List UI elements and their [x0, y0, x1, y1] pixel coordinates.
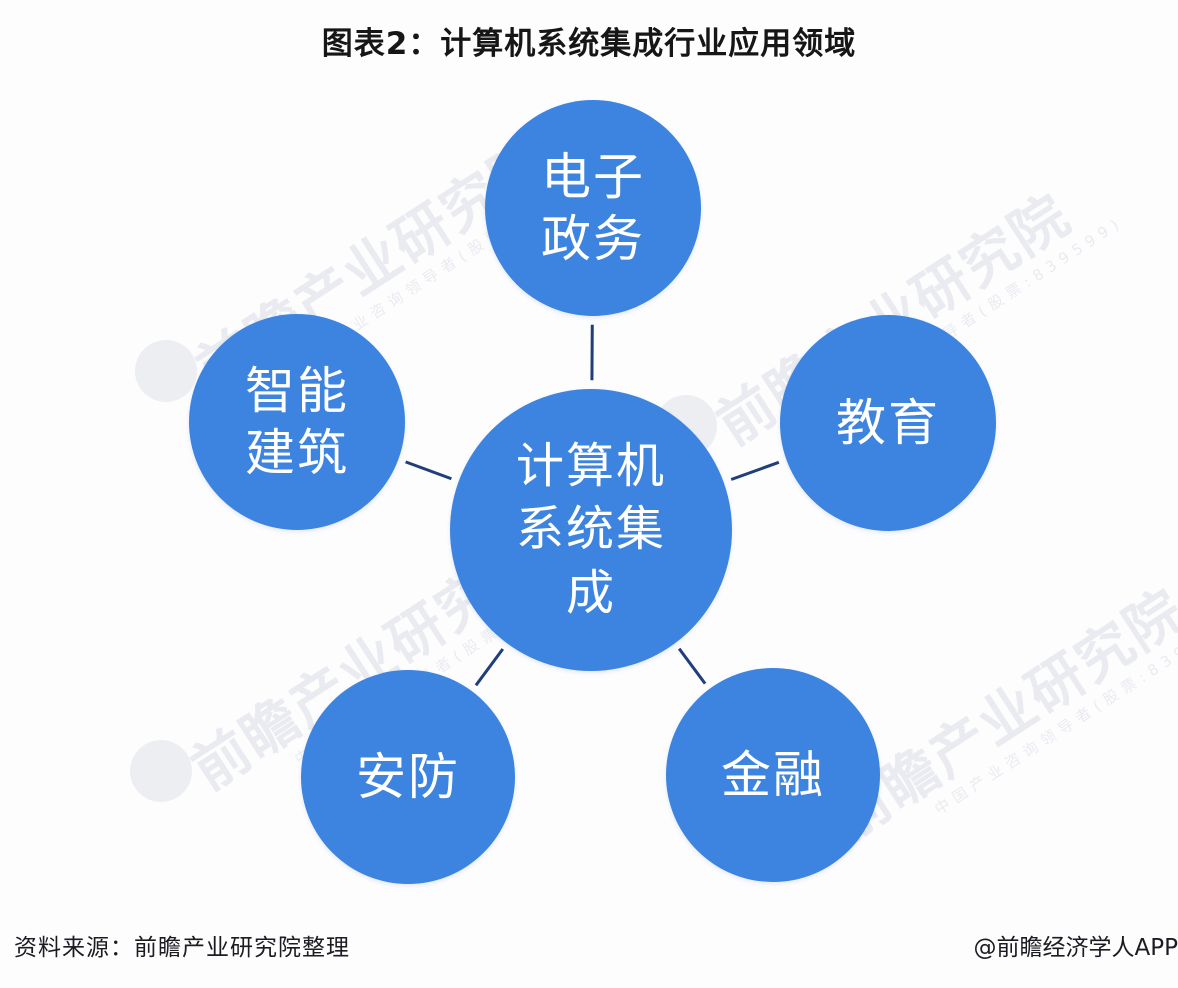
credit-text: @前瞻经济学人APP — [973, 935, 1178, 961]
chart-title: 图表2：计算机系统集成行业应用领域 — [321, 26, 857, 62]
node-label: 金融 — [721, 746, 825, 804]
node-label: 安防 — [356, 748, 460, 806]
center-node-label: 计算机 系统集 成 — [515, 437, 666, 621]
connector-finance — [677, 647, 707, 685]
watermark-logo-icon — [130, 740, 192, 802]
node-finance: 金融 — [666, 668, 880, 882]
node-label: 教育 — [836, 394, 940, 452]
node-e-government: 电子 政务 — [485, 100, 701, 316]
center-node-computer-system-integration: 计算机 系统集 成 — [450, 389, 732, 671]
node-label: 电子 政务 — [541, 148, 645, 268]
watermark-logo-icon — [135, 340, 197, 402]
connector-security — [474, 648, 505, 687]
connector-smart-building — [405, 460, 452, 481]
connector-education — [730, 460, 780, 481]
node-smart-building: 智能 建筑 — [189, 314, 405, 530]
node-label: 智能 建筑 — [245, 362, 349, 482]
source-note: 资料来源：前瞻产业研究院整理 — [14, 935, 350, 961]
node-education: 教育 — [780, 315, 996, 531]
node-security: 安防 — [301, 670, 515, 884]
